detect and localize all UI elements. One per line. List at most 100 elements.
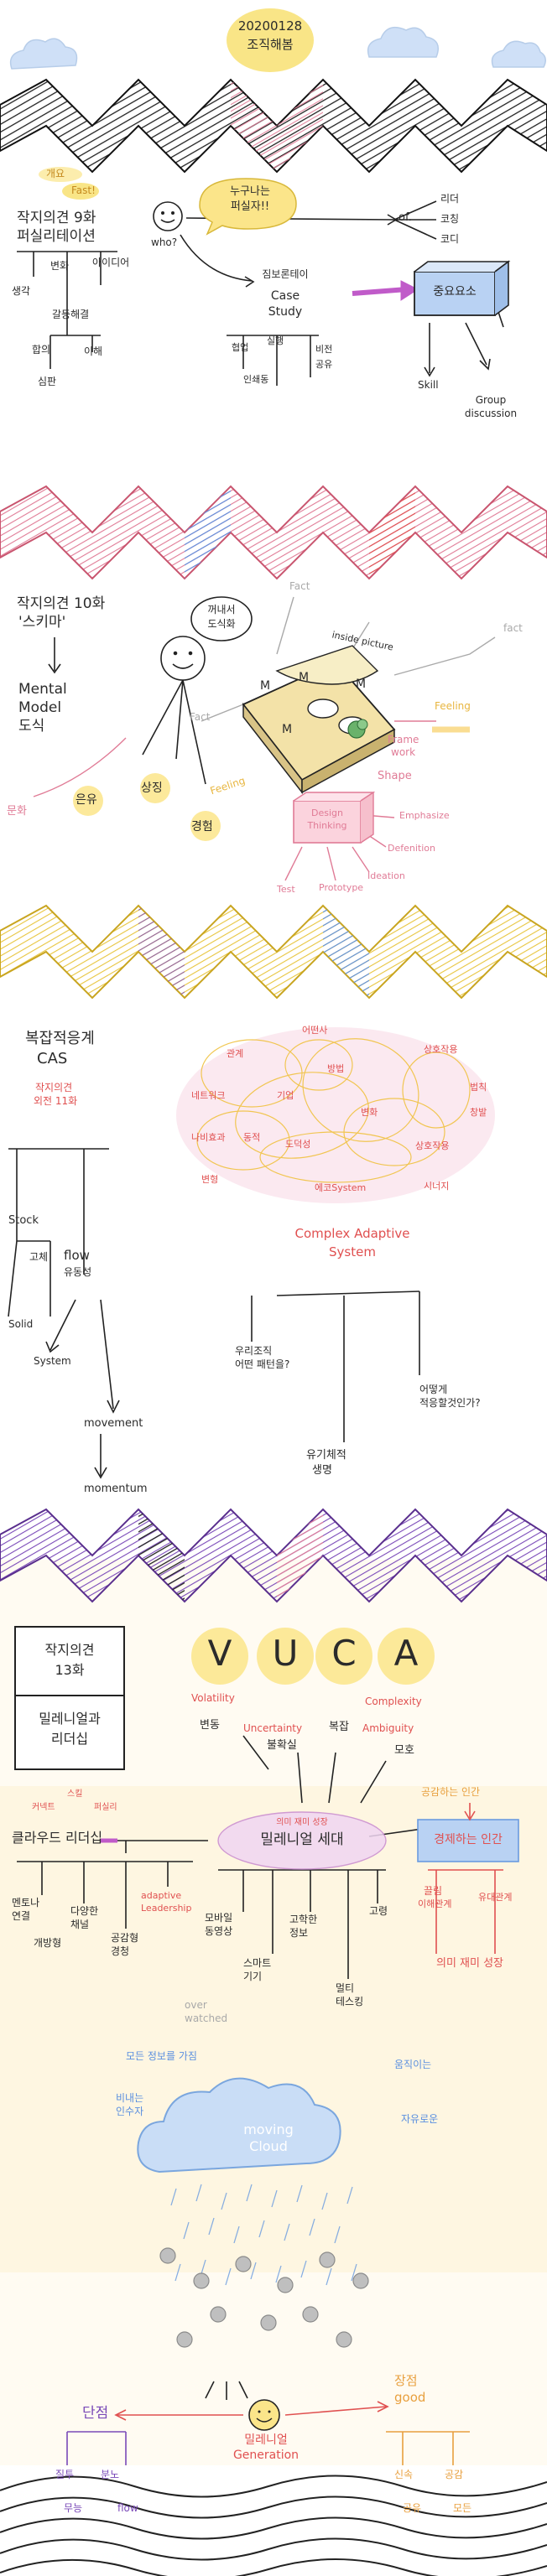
leader-sub: 다양한 [70, 1905, 99, 1917]
label-gaeyo: 개요 [46, 168, 65, 179]
millennial-sub: 모바일 [205, 1912, 233, 1924]
millennial-tag: 의미 재미 성장 [276, 1818, 328, 1827]
question-1-line1: 우리조직 [235, 1345, 273, 1357]
left-sub-understanding: 이해 [84, 345, 103, 357]
scribble-word: 상호작용 [415, 1140, 450, 1151]
case-sub-execute: 실행 [267, 335, 284, 346]
left-sub-idea: 아이디어 [92, 257, 130, 268]
step-prototype: Prototype [319, 882, 364, 893]
box-line2: 13화 [55, 1662, 85, 1678]
munhwa-label: 문화 [7, 805, 27, 818]
leader-sub: 채널 [70, 1919, 90, 1930]
millennial-sub: 동영상 [205, 1925, 233, 1937]
mental-line1: Mental [18, 681, 67, 698]
section2-title-line1: 작지의견 10화 [17, 595, 106, 612]
leader-sub: 연결 [12, 1910, 31, 1922]
leader-sub: 공감형 [111, 1932, 139, 1944]
section3-title2: CAS [37, 1050, 68, 1067]
adaptive-line1: adaptive [141, 1890, 182, 1901]
uncertainty-label: Uncertainty [243, 1722, 303, 1734]
design-line2: Thinking [307, 820, 347, 831]
smiley-face-icon [248, 2399, 280, 2431]
weak-sub-4: flow [117, 2502, 138, 2514]
over-line1: over [185, 1999, 207, 2011]
millennial-sub: 기기 [243, 1971, 263, 1982]
arrow-to-key-icon [352, 287, 408, 296]
section1-title-line1: 작지의견 9화 [17, 210, 96, 226]
scribble-word: 기업 [277, 1090, 294, 1101]
complexity-label: Complexity [365, 1696, 422, 1707]
header-cloud-right-icon [491, 40, 546, 68]
header-cloud-left-icon [9, 38, 78, 70]
millennial-sub: 정보 [289, 1927, 309, 1939]
millennial-sub: 스마트 [243, 1957, 272, 1969]
scribble-word: 도덕성 [285, 1139, 311, 1150]
stock-label: Stock [8, 1214, 39, 1227]
scribble-word: 관계 [227, 1048, 244, 1059]
voca-c: C [331, 1633, 357, 1674]
good-sub-1: 신속 [394, 2469, 414, 2480]
moving-cloud-icon [137, 2077, 341, 2174]
voca-a: A [393, 1633, 419, 1674]
schema-picture-box-icon [242, 645, 396, 795]
millennial-bubble-icon [217, 1811, 387, 1870]
framework-line2: work [391, 746, 416, 758]
solid-label: Solid [8, 1318, 34, 1330]
scribble-word: 창발 [470, 1107, 487, 1118]
ambiguity-label: Ambiguity [362, 1722, 414, 1734]
header-date: 20200128 [237, 18, 303, 34]
shape-label: Shape [378, 770, 412, 782]
skill-label: Skill [418, 379, 439, 391]
weak-sub-3: 무능 [64, 2502, 83, 2514]
right-sub-attract: 끌림 [424, 1885, 443, 1897]
right-sub-bond: 유대관계 [478, 1892, 513, 1903]
k-uncertainty: 불확실 [267, 1739, 297, 1752]
m-letter-3: M [356, 678, 367, 691]
m-letter-1: M [260, 679, 271, 693]
header-subtitle: 조직해봄 [247, 37, 294, 52]
section3-note1: 작지의견 [35, 1082, 73, 1093]
cloud-leadership: 클라우드 리더십 [12, 1830, 103, 1846]
cas-line2: System [329, 1244, 376, 1259]
section1-title-line2: 퍼실리테이션 [17, 228, 96, 245]
of-label: of. [399, 211, 412, 224]
scribble-word: 어떤사 [302, 1025, 328, 1036]
scribble-word: 나비효과 [191, 1132, 226, 1143]
dandjeom-label: 단점 [82, 2405, 109, 2422]
millennial-sub: 테스킹 [336, 1996, 364, 2007]
case-korean: 짐보론테이 [262, 268, 309, 280]
scribble-word: 변화 [361, 1107, 378, 1118]
movement-label: movement [84, 1417, 143, 1430]
weak-sub-1: 질투 [55, 2469, 75, 2480]
schema-bubble-icon [190, 596, 253, 641]
millennial-leadership-box-icon [14, 1626, 125, 1770]
scribble-word: 상호작용 [424, 1044, 458, 1055]
gogye-label: 고체 [29, 1251, 49, 1263]
question-3-line2: 생명 [312, 1464, 332, 1477]
voca-u: U [272, 1633, 299, 1674]
bubble-line1: 누구나는 [230, 185, 270, 198]
system-label: System [34, 1355, 71, 1367]
scribble-word: 에코System [315, 1182, 367, 1193]
scribble-word: 변형 [201, 1174, 219, 1185]
yudong-label: 유동성 [64, 1266, 92, 1278]
step-test: Test [277, 884, 295, 895]
gyeongheom-label: 경험 [191, 820, 213, 834]
scribble-word: 시너지 [424, 1181, 450, 1192]
millennial-gen-line2: Generation [232, 2449, 300, 2462]
case-sub-print: 인쇄동 [243, 374, 269, 385]
speech-bubble-icon [199, 178, 297, 236]
left-sub-agreement: 합의 [32, 344, 51, 356]
case-line2: Study [268, 305, 303, 319]
moving-cloud-line1: moving [243, 2122, 294, 2137]
cloud-right-side: 자유로운 [401, 2113, 439, 2125]
eunyu-label: 은유 [76, 793, 97, 807]
cloud-left-line2: 인수자 [116, 2106, 144, 2117]
feeling-right: Feeling [435, 700, 471, 712]
adaptive-line2: Leadership [141, 1903, 192, 1914]
zigzag-band-4-icon [0, 1508, 547, 1603]
good-sub-2: 공감 [445, 2469, 464, 2480]
right-tag: 공감하는 인간 [421, 1786, 481, 1798]
right-item-leader: 리더 [440, 193, 460, 205]
